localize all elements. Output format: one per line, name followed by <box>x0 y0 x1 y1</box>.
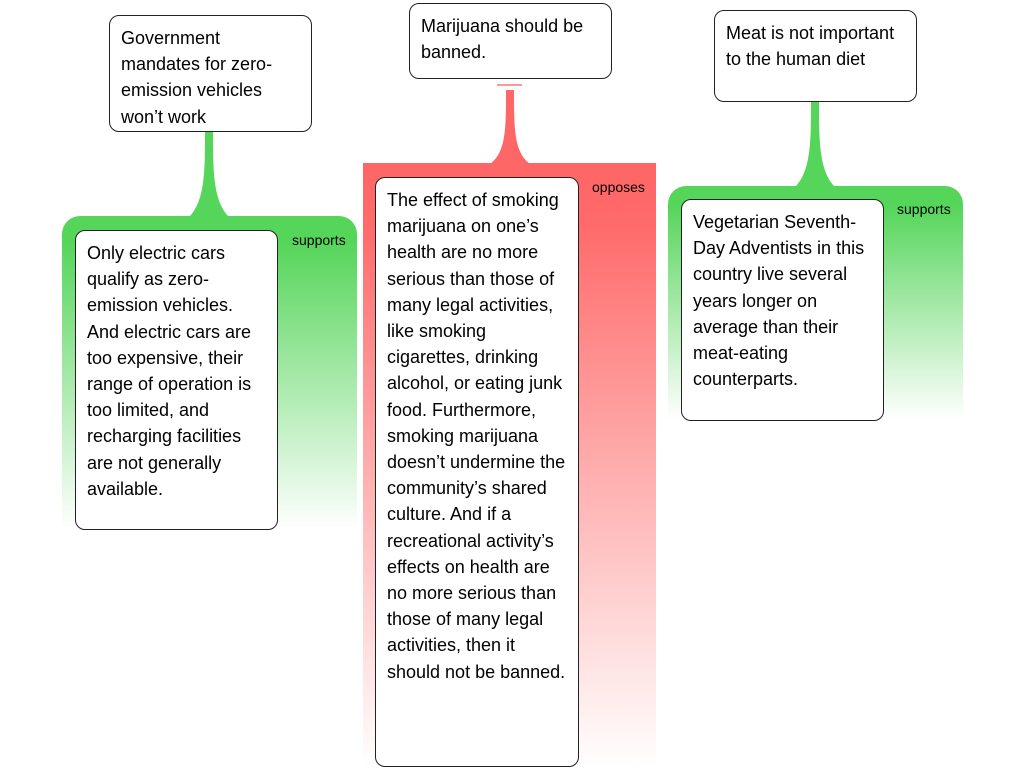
relation-label-3: supports <box>897 201 951 217</box>
support-connector-3 <box>795 101 835 187</box>
claim-box-2[interactable]: Marijuana should be banned. <box>409 3 612 79</box>
support-connector-1 <box>189 131 229 217</box>
relation-label-2: opposes <box>592 179 645 195</box>
oppose-connector-2 <box>490 84 530 164</box>
claim-box-3[interactable]: Meat is not important to the human diet <box>714 10 917 102</box>
reason-box-1[interactable]: Only electric cars qualify as zero-emiss… <box>75 230 278 530</box>
relation-label-1: supports <box>292 232 346 248</box>
reason-box-2[interactable]: The effect of smoking marijuana on one’s… <box>375 177 579 767</box>
reason-box-3[interactable]: Vegetarian Seventh-Day Adventists in thi… <box>681 199 884 421</box>
claim-box-1[interactable]: Government mandates for zero-emission ve… <box>109 15 312 132</box>
